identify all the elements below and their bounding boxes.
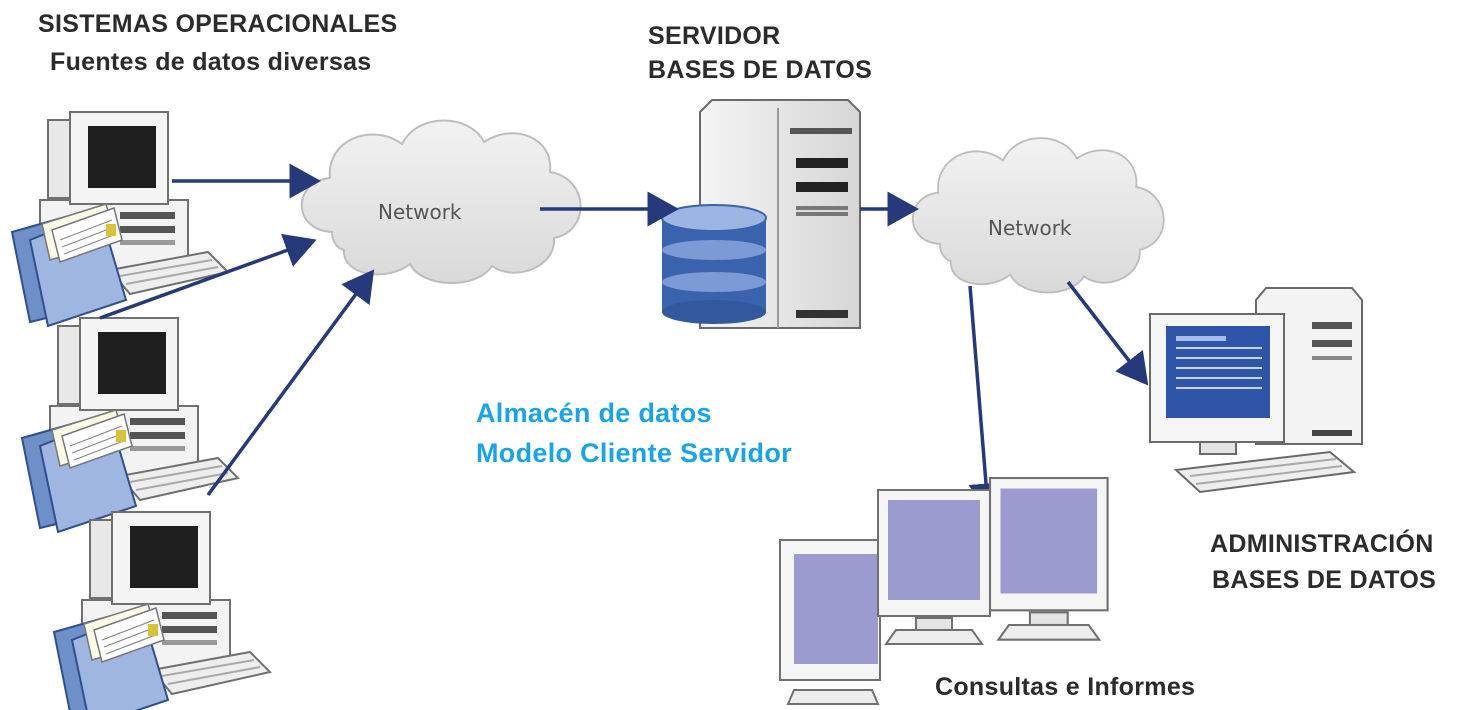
queries-caption: Consultas e Informes <box>935 673 1196 701</box>
admin-title-line2: BASES DE DATOS <box>1212 566 1437 594</box>
server-title-line2: BASES DE DATOS <box>648 56 873 84</box>
warehouse-caption-line1: Almacén de datos <box>476 398 712 428</box>
operational-systems-title: SISTEMAS OPERACIONALES <box>38 10 398 38</box>
admin-computer <box>1149 287 1363 494</box>
source-computer-3 <box>53 511 271 710</box>
arrow-source3-to-network <box>206 269 375 497</box>
network-label-right: Network <box>988 216 1072 240</box>
query-monitors <box>779 476 1109 705</box>
arrow-network-to-queries <box>968 285 1004 515</box>
arrow-source2-to-network <box>99 233 317 320</box>
warehouse-caption-line2: Modelo Cliente Servidor <box>476 438 792 468</box>
source-computer-1 <box>11 111 229 327</box>
server-title-line1: SERVIDOR <box>648 22 781 50</box>
admin-title-line1: ADMINISTRACIÓN <box>1210 530 1434 558</box>
source-computer-2 <box>21 317 239 533</box>
operational-systems-subtitle: Fuentes de datos diversas <box>50 48 372 76</box>
arrow-network-to-admin <box>1066 280 1149 386</box>
network-label-left: Network <box>378 200 462 224</box>
database-icon <box>661 204 767 324</box>
